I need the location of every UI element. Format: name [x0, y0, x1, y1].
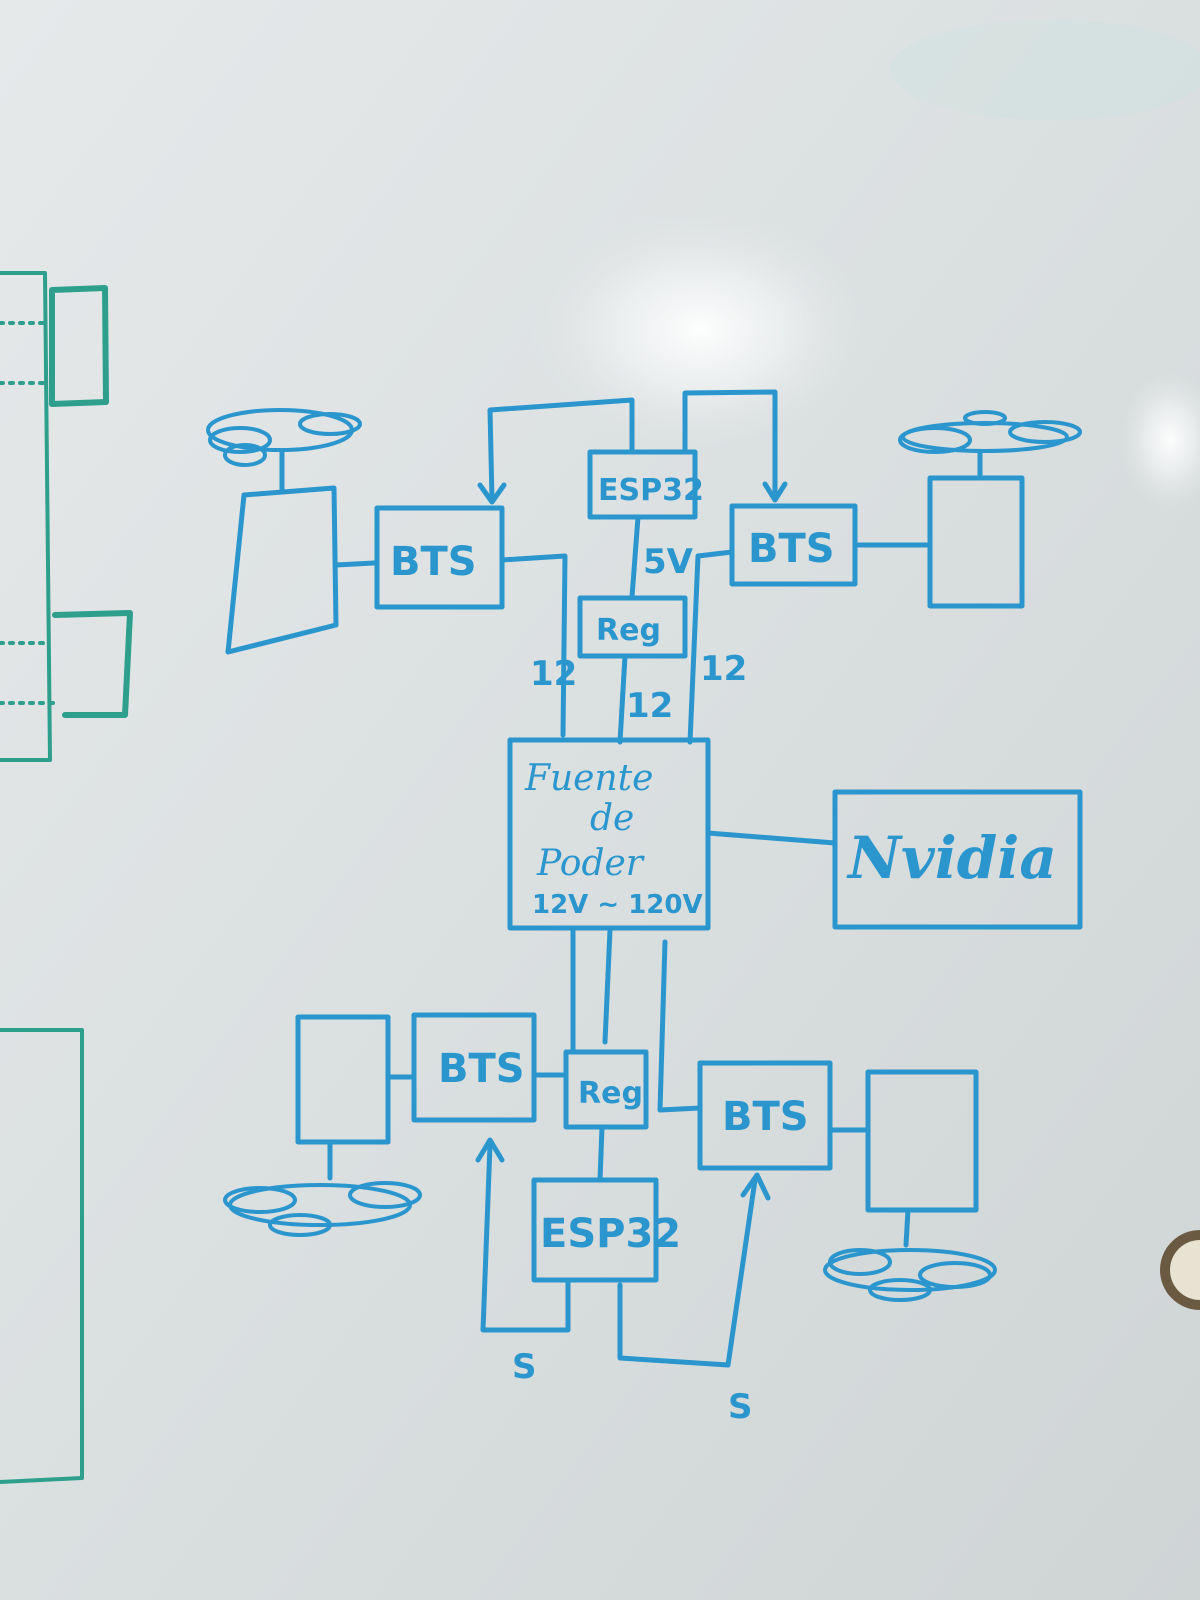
- power-to-nvidia-line: [705, 830, 838, 846]
- label-12-right: 12: [700, 649, 747, 689]
- label-12-left: 12: [530, 654, 577, 694]
- bts-top-right-label: BTS: [748, 526, 835, 572]
- nvidia-box: [832, 789, 1083, 930]
- motor-bottom-right: [865, 1069, 979, 1213]
- bus-down-right: [657, 939, 703, 1113]
- board-smudge: [890, 20, 1200, 120]
- signal-line-bottom-right: [617, 1177, 758, 1368]
- drone-propeller-bottom-right: [823, 1248, 997, 1302]
- bts-bottom-right-label: BTS: [722, 1094, 809, 1140]
- motor-top-right: [927, 475, 1025, 609]
- power-source-line2: de: [590, 798, 634, 839]
- esp32-bottom-box: [531, 1177, 659, 1283]
- reg-top-box: [577, 595, 688, 659]
- bts-bottom-left-box: [411, 1012, 537, 1123]
- drone-propeller-bottom-left: [223, 1181, 422, 1237]
- esp32-bottom-label: ESP32: [540, 1211, 681, 1257]
- signal-line-bottom-left: [480, 1142, 571, 1333]
- reg-bottom-box: [563, 1049, 649, 1130]
- esp32-top-label: ESP32: [598, 473, 704, 508]
- drone-propeller-top-right: [898, 410, 1082, 481]
- label-s-left: S: [512, 1347, 537, 1387]
- reg-top-label: Reg: [596, 613, 661, 648]
- bts-top-left-label: BTS: [390, 539, 477, 585]
- esp32-top-box: [587, 449, 698, 520]
- label-12-center: 12: [626, 686, 673, 726]
- label-5v: 5V: [643, 542, 694, 582]
- power-source-line1: Fuente: [524, 758, 653, 799]
- board-glare-small: [1120, 370, 1200, 510]
- signal-line-top-left: [487, 397, 635, 503]
- motor-top-left: [225, 485, 339, 655]
- power-source-line3: Poder: [536, 843, 645, 884]
- signal-line-top-right: [682, 389, 778, 501]
- nvidia-label: Nvidia: [846, 824, 1057, 892]
- reg-bottom-label: Reg: [578, 1076, 643, 1111]
- bus-left: [499, 553, 568, 738]
- power-source-range: 12V ~ 120V: [532, 890, 703, 920]
- drone-propeller-top-left: [206, 408, 362, 495]
- bus-down-center: [602, 927, 613, 1045]
- bts-bottom-right-box: [697, 1060, 833, 1171]
- bus-right: [687, 549, 735, 745]
- tape-roll: [1160, 1230, 1200, 1310]
- leftover-teal-sketch: [0, 271, 133, 1484]
- bus-center: [617, 653, 628, 745]
- label-s-right: S: [728, 1387, 753, 1427]
- esp-to-reg-top-line: [629, 514, 641, 600]
- board-glare: [530, 210, 870, 450]
- bts-bottom-left-label: BTS: [438, 1046, 525, 1092]
